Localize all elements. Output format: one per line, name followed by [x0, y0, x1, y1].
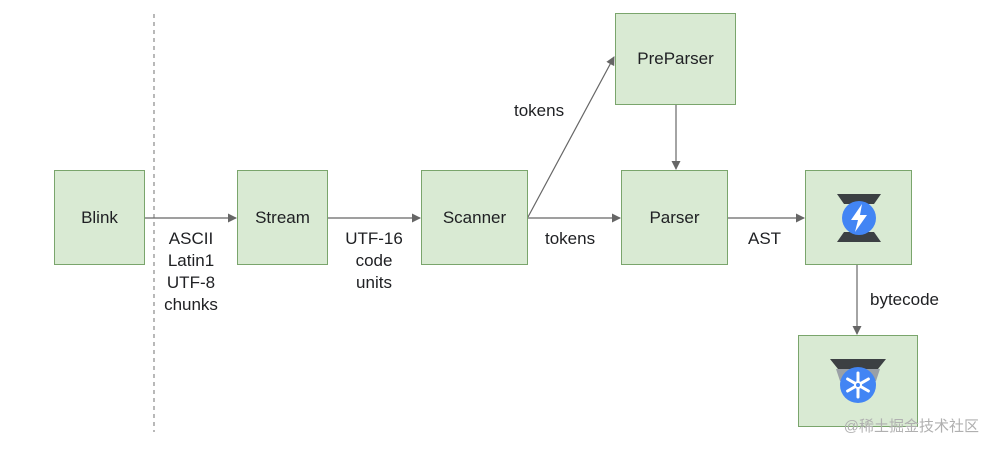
interpreter-box [805, 170, 912, 265]
label-ast: AST [748, 229, 782, 248]
parser-box: Parser [621, 170, 728, 265]
stream-label: Stream [255, 207, 310, 227]
stream-box: Stream [237, 170, 328, 265]
watermark: @稀土掘金技术社区 [843, 418, 979, 435]
label-input-encodings: ASCII Latin1 UTF-8 chunks [164, 229, 218, 314]
compiler-box [798, 335, 918, 427]
parser-label: Parser [649, 207, 700, 227]
blink-label: Blink [81, 207, 118, 227]
ignition-lightning-icon [836, 193, 881, 242]
label-tokens-preparser: tokens [514, 101, 565, 120]
blink-box: Blink [54, 170, 145, 265]
label-utf16-units: UTF-16 code units [345, 229, 403, 292]
scanner-box: Scanner [421, 170, 528, 265]
label-tokens-parser: tokens [545, 229, 596, 248]
scanner-label: Scanner [442, 207, 507, 227]
edge-scanner-preparser [527, 56, 615, 218]
label-bytecode: bytecode [870, 290, 939, 309]
preparser-label: PreParser [637, 49, 714, 68]
preparser-box: PreParser [615, 13, 736, 105]
turbofan-snowflake-icon [830, 359, 886, 403]
